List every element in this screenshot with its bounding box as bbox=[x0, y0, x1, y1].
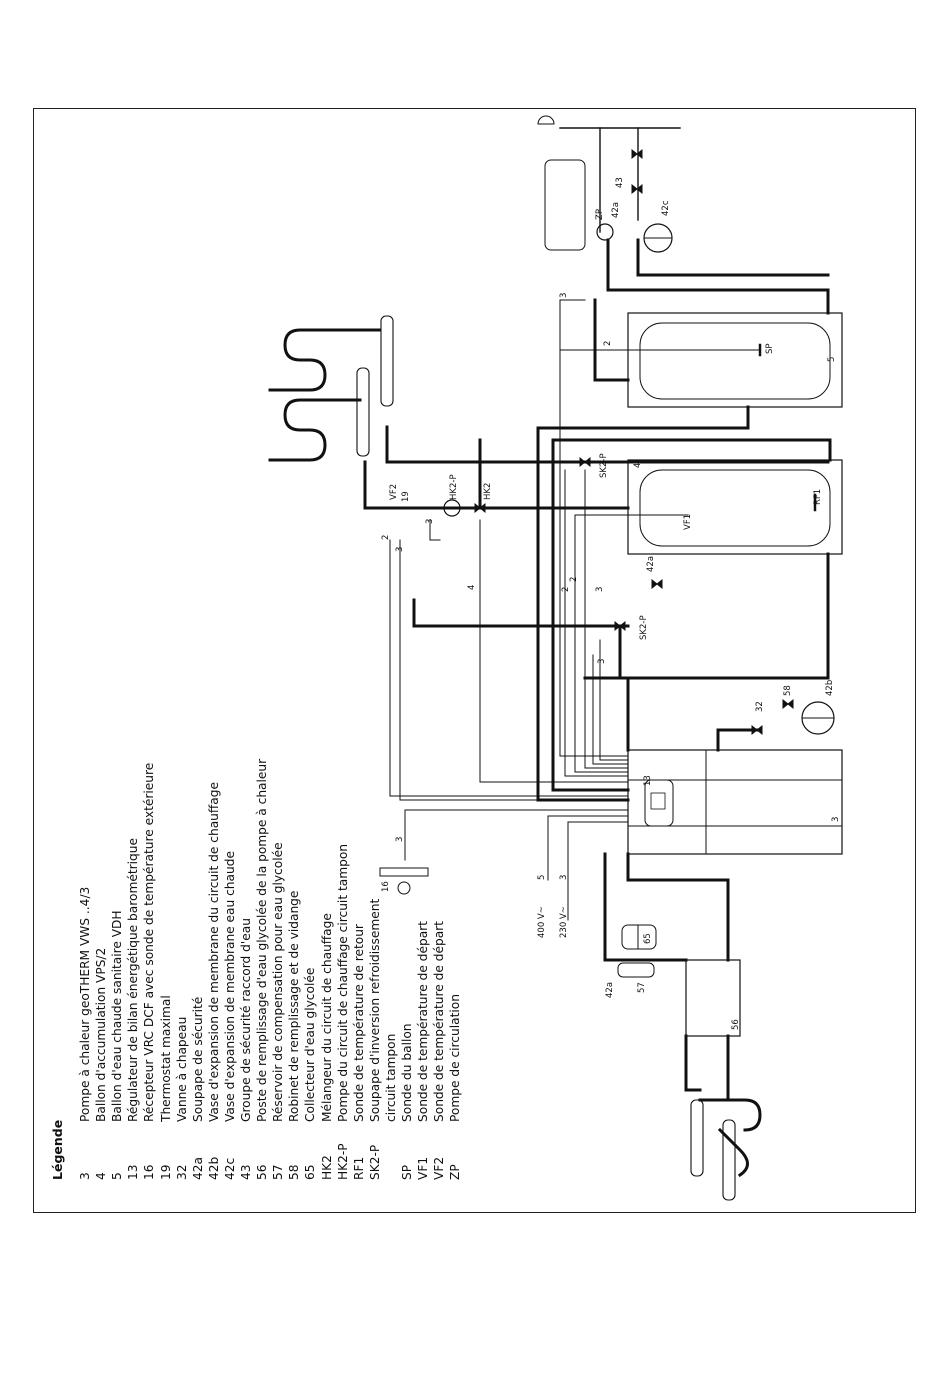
diagram-frame bbox=[33, 108, 916, 1213]
label-42a-b: 42a bbox=[646, 556, 656, 572]
label-32: 32 bbox=[755, 701, 765, 712]
label-13: 13 bbox=[643, 775, 653, 786]
label-hk2p: HK2-P bbox=[449, 474, 459, 500]
legend-code: 13 bbox=[126, 1164, 141, 1180]
legend-description: Poste de remplissage d'eau glycolée de l… bbox=[255, 758, 270, 1122]
legend-description: Pompe de circulation bbox=[448, 994, 463, 1122]
legend-description: Vase d'expansion de membrane du circuit … bbox=[206, 782, 221, 1122]
legend-code: 3 bbox=[78, 1172, 92, 1180]
label-42c: 42c bbox=[661, 200, 671, 216]
label-zp: ZP bbox=[595, 209, 605, 220]
label-3-hp: 3 bbox=[831, 817, 841, 822]
label-vf2: VF2 bbox=[389, 484, 399, 500]
label-43: 43 bbox=[615, 177, 625, 188]
legend-code: 32 bbox=[174, 1164, 189, 1180]
legend-code: 42c bbox=[222, 1157, 237, 1180]
legend-code: 58 bbox=[287, 1164, 302, 1180]
wire-3-b: 3 bbox=[395, 837, 405, 842]
label-sk2p-b: SK2-P bbox=[639, 615, 649, 640]
wire-2-a: 2 bbox=[381, 535, 391, 540]
wire-3-a: 3 bbox=[559, 875, 569, 880]
legend-code: 4 bbox=[94, 1172, 109, 1180]
buffer-tank-4 bbox=[627, 459, 843, 555]
wire-3-g: 3 bbox=[597, 659, 607, 664]
pump-zp bbox=[596, 223, 614, 241]
legend-description: Sonde du ballon bbox=[400, 1023, 414, 1122]
legend-code: HK2-P bbox=[335, 1143, 350, 1180]
label-vf1: VF1 bbox=[683, 514, 693, 530]
legend-code: 16 bbox=[142, 1164, 157, 1180]
legend-code: SK2-P bbox=[367, 1144, 382, 1180]
legend-code: RF1 bbox=[351, 1156, 366, 1180]
label-42b: 42b bbox=[825, 680, 835, 696]
legend-code: 42a bbox=[190, 1157, 205, 1180]
legend-description: Pompe à chaleur geoTHERM VWS ..4/3 bbox=[78, 886, 92, 1122]
legend-code: 43 bbox=[239, 1164, 253, 1180]
legend-code: 42b bbox=[206, 1156, 221, 1180]
label-65: 65 bbox=[643, 933, 653, 944]
heat-pump-unit bbox=[627, 749, 843, 855]
legend-code: VF2 bbox=[432, 1156, 447, 1180]
label-16: 16 bbox=[381, 881, 391, 892]
wire-2-b: 2 bbox=[561, 587, 571, 592]
label-56: 56 bbox=[731, 1019, 741, 1030]
controller-13 bbox=[644, 779, 674, 827]
label-400v: 400 V~ bbox=[537, 906, 547, 938]
legend-description: Sonde de température de départ bbox=[416, 921, 431, 1122]
legend-code: HK2 bbox=[319, 1155, 334, 1180]
wire-4: 4 bbox=[467, 585, 477, 590]
wire-3-d: 3 bbox=[395, 547, 405, 552]
legend-code: VF1 bbox=[416, 1156, 431, 1180]
legend-code: SP bbox=[400, 1164, 414, 1180]
legend-title: Légende bbox=[50, 1119, 65, 1180]
legend-description: Vanne à chapeau bbox=[174, 1016, 189, 1122]
label-42a-a: 42a bbox=[611, 202, 621, 218]
wire-2-d: 2 bbox=[603, 341, 613, 346]
label-rf1: RF1 bbox=[813, 489, 823, 505]
legend-description: Thermostat maximal bbox=[158, 995, 173, 1122]
legend-description: circuit tampon bbox=[383, 1033, 398, 1122]
legend-description: Ballon d'accumulation VPS/2 bbox=[94, 947, 109, 1122]
label-hk2: HK2 bbox=[483, 483, 493, 500]
label-57: 57 bbox=[637, 982, 647, 993]
label-5: 5 bbox=[827, 357, 837, 362]
label-sp: SP bbox=[765, 343, 775, 354]
label-sk2p-a: SK2-P bbox=[599, 453, 609, 478]
legend-code: 5 bbox=[110, 1172, 125, 1180]
legend-description: Régulateur de bilan énergétique barométr… bbox=[126, 838, 141, 1122]
legend-description: Vase d'expansion de membrane eau chaude bbox=[222, 851, 237, 1122]
wire-3-e: 3 bbox=[595, 587, 605, 592]
label-4: 4 bbox=[633, 463, 643, 468]
wire-3-c: 3 bbox=[425, 519, 435, 524]
legend-description: Réservoir de compensation pour eau glyco… bbox=[271, 842, 286, 1122]
label-58: 58 bbox=[783, 685, 793, 696]
legend-description: Soupape d'inversion refroidissement bbox=[367, 898, 382, 1122]
legend-code: ZP bbox=[448, 1164, 463, 1180]
legend-description: Sonde de température de retour bbox=[351, 924, 366, 1122]
legend-description: Soupape de sécurité bbox=[190, 996, 205, 1122]
legend-description: Sonde de température de départ bbox=[432, 921, 447, 1122]
wire-2-c: 2 bbox=[569, 577, 579, 582]
legend-description: Collecteur d'eau glycolée bbox=[303, 967, 318, 1122]
label-230v: 230 V~ bbox=[559, 906, 569, 938]
label-42a-c: 42a bbox=[605, 982, 615, 998]
legend-description: Robinet de remplissage et de vidange bbox=[287, 890, 302, 1122]
legend-description: Mélangeur du circuit de chauffage bbox=[319, 913, 334, 1122]
legend-description: Récepteur VRC DCF avec sonde de températ… bbox=[142, 762, 157, 1122]
brine-station-56 bbox=[685, 959, 741, 1037]
legend-code: 19 bbox=[158, 1164, 173, 1180]
legend-code: 57 bbox=[271, 1164, 286, 1180]
dhw-tank-5 bbox=[627, 312, 843, 408]
label-19: 19 bbox=[401, 491, 411, 502]
wire-3-f: 3 bbox=[559, 293, 569, 298]
legend-description: Ballon d'eau chaude sanitaire VDH bbox=[110, 910, 125, 1122]
legend-description: Groupe de sécurité raccord d'eau bbox=[239, 918, 253, 1122]
legend-code: 56 bbox=[255, 1164, 270, 1180]
wire-5: 5 bbox=[537, 875, 547, 880]
legend-code: 65 bbox=[303, 1164, 318, 1180]
legend-description: Pompe du circuit de chauffage circuit ta… bbox=[335, 843, 350, 1122]
